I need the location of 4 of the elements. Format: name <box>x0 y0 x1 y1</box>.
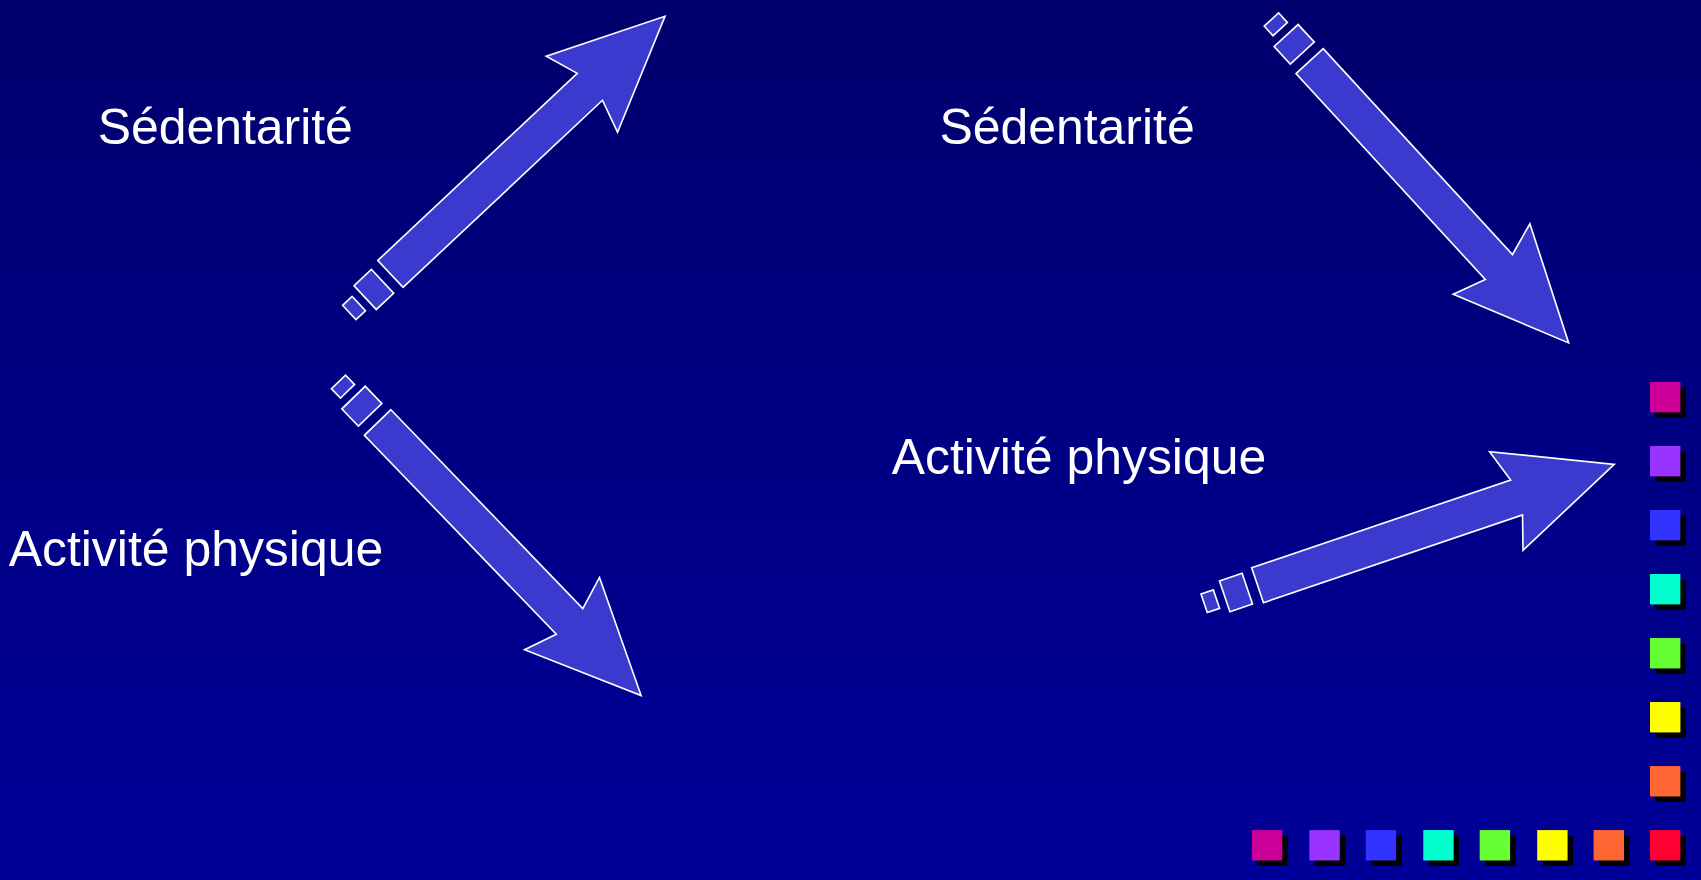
heading-text: Sédentarité <box>97 99 353 155</box>
heading-text: Activité physique <box>891 429 1267 485</box>
heading-text: Sédentarité <box>939 99 1195 155</box>
heading-text: Activité physique <box>8 521 384 577</box>
